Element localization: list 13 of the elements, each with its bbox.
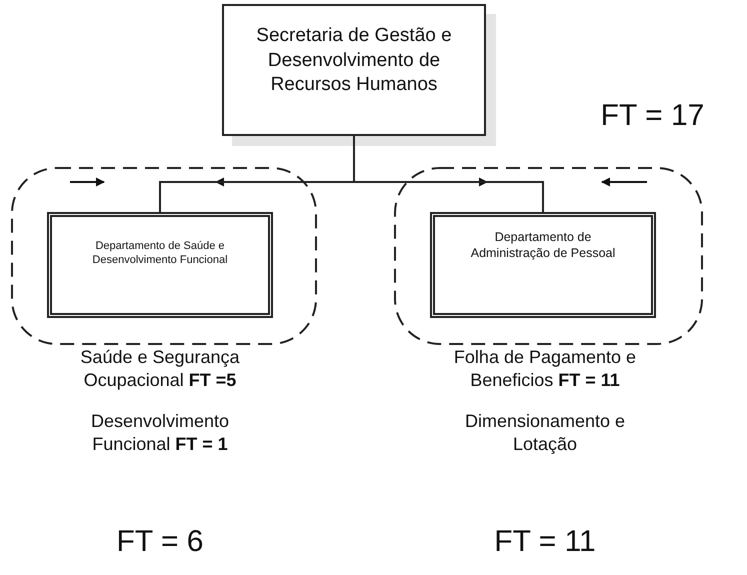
team-ft-label: Folha de Pagamento e Beneficios FT = 11 xyxy=(452,346,638,392)
total-ft-label: FT = 17 xyxy=(600,98,706,134)
team-ft-label: Dimensionamento e Lotação xyxy=(464,410,626,456)
department-box xyxy=(430,212,656,318)
department-box xyxy=(47,212,273,318)
total-ft-label: FT = 6 xyxy=(116,524,204,560)
unit-name: Departamento de Administração de Pessoal xyxy=(470,229,616,262)
org-unit-box xyxy=(222,4,486,136)
unit-name: Secretaria de Gestão e Desenvolvimento de Recursos Humanos xyxy=(255,24,453,98)
unit-name: Departamento de Saúde e Desenvolvimento Funcional xyxy=(91,239,229,268)
team-ft-label: Desenvolvimento Funcional FT = 1 xyxy=(90,410,230,456)
team-ft-label: Saúde e Segurança Ocupacional FT =5 xyxy=(79,346,241,392)
total-ft-label: FT = 11 xyxy=(493,524,597,560)
